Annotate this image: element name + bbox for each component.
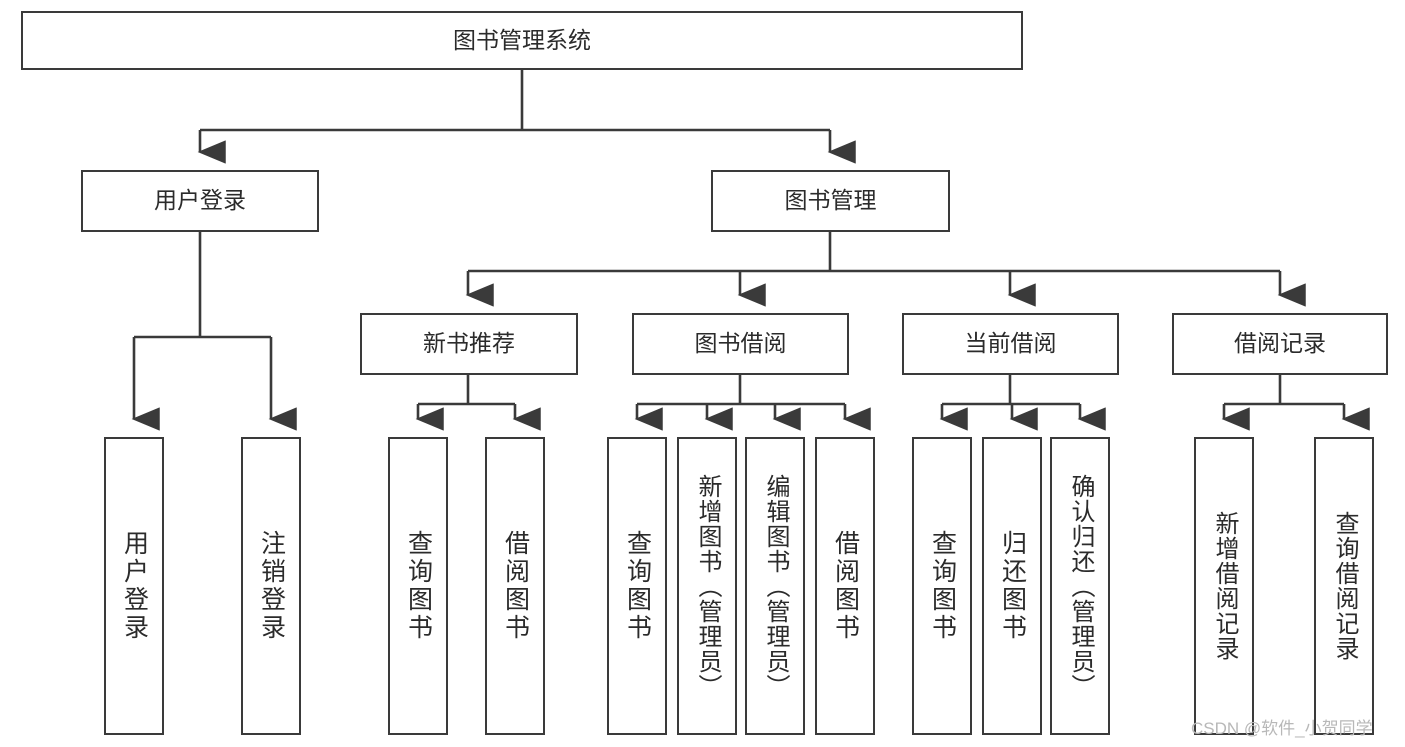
node-label: 注销登录 bbox=[257, 530, 286, 642]
leaf-borrow-add-book-admin[interactable]: 新增图书（管理员） bbox=[677, 437, 737, 735]
leaf-new-book-borrow[interactable]: 借阅图书 bbox=[485, 437, 545, 735]
node-label: 编辑图书（管理员） bbox=[762, 473, 789, 699]
leaf-records-add[interactable]: 新增借阅记录 bbox=[1194, 437, 1254, 735]
leaf-user-login-signout[interactable]: 注销登录 bbox=[241, 437, 301, 735]
leaf-records-query[interactable]: 查询借阅记录 bbox=[1314, 437, 1374, 735]
node-label: 当前借阅 bbox=[964, 330, 1057, 357]
node-label: 借阅图书 bbox=[501, 530, 530, 642]
node-user-login[interactable]: 用户登录 bbox=[81, 170, 319, 232]
node-label: 归还图书 bbox=[998, 530, 1027, 642]
leaf-current-query[interactable]: 查询图书 bbox=[912, 437, 972, 735]
node-new-book-recommend[interactable]: 新书推荐 bbox=[360, 313, 578, 375]
node-label: 新增图书（管理员） bbox=[694, 473, 721, 699]
node-label: 图书管理 bbox=[784, 187, 877, 214]
leaf-borrow-edit-book-admin[interactable]: 编辑图书（管理员） bbox=[745, 437, 805, 735]
watermark-text: CSDN @软件_小贺同学 bbox=[1191, 719, 1373, 738]
node-root-system[interactable]: 图书管理系统 bbox=[21, 11, 1023, 70]
leaf-current-return-book[interactable]: 归还图书 bbox=[982, 437, 1042, 735]
leaf-borrow-borrow-book[interactable]: 借阅图书 bbox=[815, 437, 875, 735]
node-label: 查询借阅记录 bbox=[1331, 511, 1358, 661]
node-label: 借阅记录 bbox=[1234, 330, 1326, 357]
node-current-borrow[interactable]: 当前借阅 bbox=[902, 313, 1119, 375]
node-label: 查询图书 bbox=[623, 530, 652, 642]
node-borrow-records[interactable]: 借阅记录 bbox=[1172, 313, 1388, 375]
node-label: 图书借阅 bbox=[694, 330, 787, 357]
node-label: 借阅图书 bbox=[831, 530, 860, 642]
node-label: 用户登录 bbox=[120, 530, 149, 642]
leaf-borrow-query[interactable]: 查询图书 bbox=[607, 437, 667, 735]
leaf-current-confirm-return-admin[interactable]: 确认归还（管理员） bbox=[1050, 437, 1110, 735]
node-book-borrow[interactable]: 图书借阅 bbox=[632, 313, 849, 375]
node-book-management[interactable]: 图书管理 bbox=[711, 170, 950, 232]
leaf-user-login-signin[interactable]: 用户登录 bbox=[104, 437, 164, 735]
node-label: 确认归还（管理员） bbox=[1067, 473, 1094, 699]
node-label: 图书管理系统 bbox=[453, 26, 591, 53]
node-label: 新书推荐 bbox=[423, 330, 515, 357]
leaf-new-book-query[interactable]: 查询图书 bbox=[388, 437, 448, 735]
node-label: 查询图书 bbox=[404, 530, 433, 642]
node-label: 用户登录 bbox=[154, 187, 246, 214]
node-label: 新增借阅记录 bbox=[1211, 511, 1238, 661]
node-label: 查询图书 bbox=[928, 530, 957, 642]
